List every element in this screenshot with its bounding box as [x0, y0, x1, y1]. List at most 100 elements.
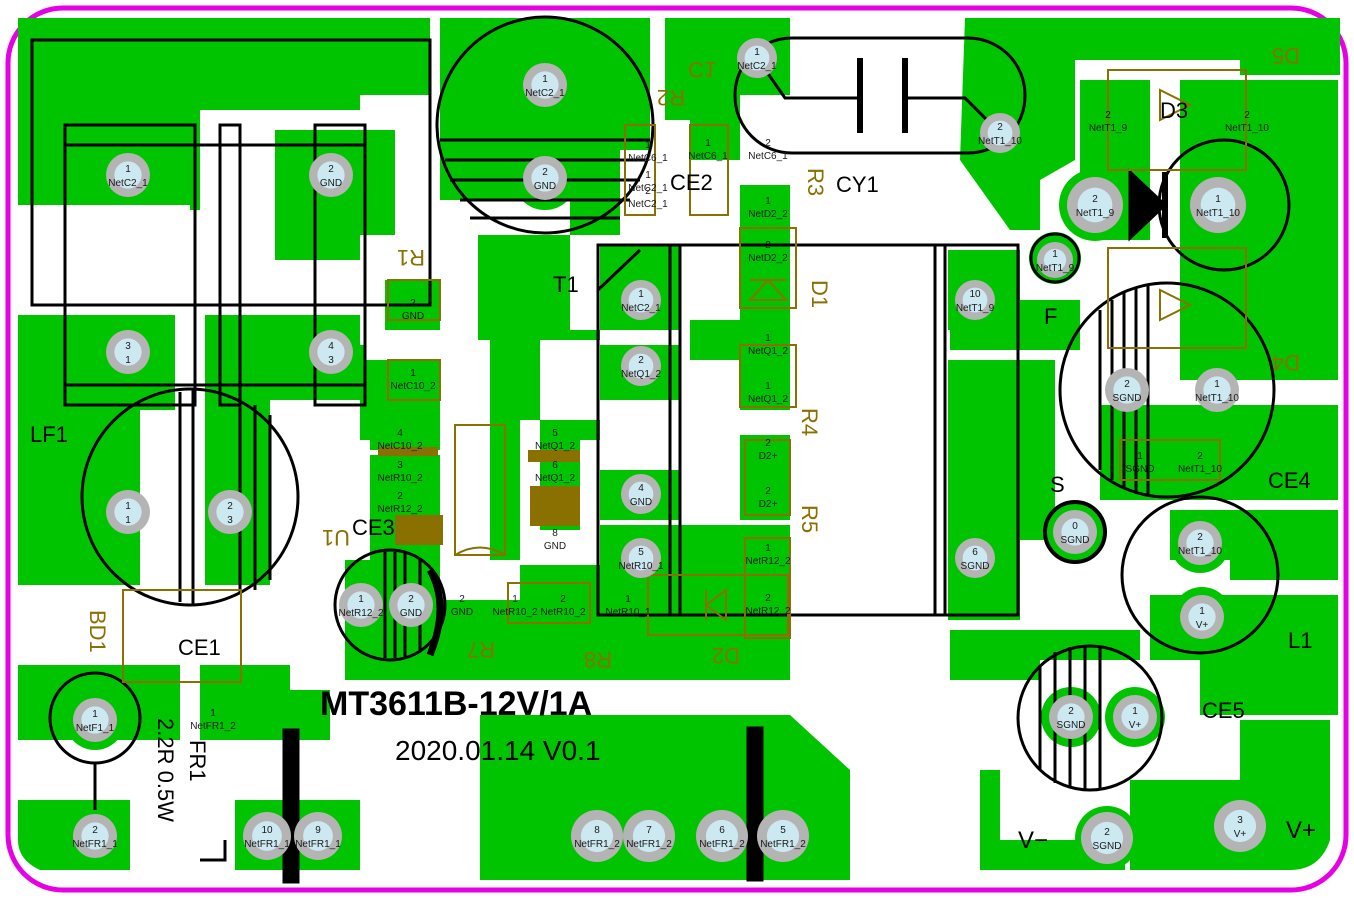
pad-number: 1 [1214, 379, 1220, 390]
pad-drill [1203, 376, 1231, 404]
smd-pad-number: 1 [410, 368, 416, 379]
designator-r3: R3 [803, 168, 828, 196]
smd-pad-number: 1 [645, 170, 651, 181]
pad-drill [347, 591, 375, 619]
pad-number: 6 [719, 825, 725, 836]
silkscreen-bottom [122, 69, 1247, 683]
pad-number: 6 [972, 547, 978, 558]
smd-pad-number: 1 [705, 138, 711, 149]
pad-number: 7 [646, 825, 652, 836]
pad-number: 1 [638, 289, 644, 300]
t1-outline [596, 243, 1020, 617]
pad-number: 2 [92, 825, 98, 836]
smd-pad-number: 2 [765, 138, 771, 149]
pad-drill [1186, 529, 1214, 557]
pad-number: 2 [1092, 194, 1098, 205]
smd-pad-number: 2 [1105, 110, 1111, 121]
pad-net: NetT1_10 [1196, 208, 1240, 219]
copper-sgnd-link [950, 250, 1080, 350]
pad-net: NetR12_2 [338, 608, 383, 619]
pad-net: NetT1_10 [1195, 393, 1239, 404]
pad-number: 4 [328, 341, 334, 352]
pad-drill [81, 822, 109, 850]
pad-net: SGND [1093, 841, 1122, 852]
smd-pad-net: NetR10_2 [377, 473, 422, 484]
pad-drill [628, 481, 654, 507]
pad-number: 0 [1072, 521, 1078, 532]
pad-number: 1 [125, 501, 131, 512]
smd-pad-number: 2 [765, 240, 771, 251]
pad-number: 2 [1124, 379, 1130, 390]
pad-drill [987, 120, 1013, 146]
pad-drill [705, 819, 739, 853]
pad-net: NetT1_9 [1036, 263, 1075, 274]
smd-pad-number: 3 [397, 460, 403, 471]
smd-pad-net: NetT1_9 [1089, 123, 1128, 134]
designator-lf1: LF1 [30, 422, 68, 447]
pad-net: NetC2_1 [621, 303, 661, 314]
pad-drill [1223, 809, 1257, 843]
lf1-winding-left [63, 123, 197, 407]
d3-diode-symbol [1128, 168, 1168, 242]
designator-t1: T1 [553, 272, 579, 297]
pad-number: 1 [542, 74, 548, 85]
cy1-outline [733, 36, 1027, 155]
smd-pad-net: GND [544, 541, 566, 552]
designator-u1: U1 [322, 525, 350, 550]
smd-pad-number: 4 [397, 428, 403, 439]
lf1-winding-right [313, 123, 367, 407]
ce1-outline [80, 387, 300, 607]
smd-pad-number: 6 [552, 460, 558, 471]
smd-pad-net: NetR10_2 [540, 607, 585, 618]
pad-drill [1188, 603, 1216, 631]
pad-number: 1 [754, 47, 760, 58]
pad-net: V+ [1129, 720, 1142, 731]
pad-number: 1 [1132, 706, 1138, 717]
smd-pad-net: NetR12_2 [377, 504, 422, 515]
pad-net: NetFR1_2 [699, 839, 745, 850]
designator-r5: R5 [797, 505, 822, 533]
pad-net: V+ [1234, 829, 1247, 840]
smd-pad-net: GND [451, 607, 473, 618]
pad-number: 3 [1237, 815, 1243, 826]
pad-number: 1 [358, 594, 364, 605]
designator-fr1: FR1 [185, 740, 210, 782]
pad-number: 2 [227, 501, 233, 512]
smd-pad-number: 8 [552, 528, 558, 539]
pad-drill [1090, 821, 1124, 855]
tht-pad: 3V+ [1214, 800, 1266, 852]
designator-d5: D5 [1272, 43, 1300, 68]
smd-pad-number: 2 [765, 486, 771, 497]
copper-d1-link [690, 320, 740, 360]
designator-r1: R1 [397, 245, 425, 270]
pad-drill [114, 498, 142, 526]
bottom-smd-bodies [378, 447, 580, 545]
pad-net: NetFR1_1 [295, 839, 341, 850]
pad-drill [397, 591, 425, 619]
copper-d1 [740, 185, 790, 410]
pad-number: 10 [969, 289, 981, 300]
pad-net: NetC2_1 [108, 178, 148, 189]
pad-drill [303, 821, 333, 851]
labels-top: LF1 CE1 CE2 CE3 CE4 CE5 CY1 T1 D3 F S L1… [30, 98, 1316, 854]
pad-net: NetT1_9 [956, 303, 995, 314]
designator-r8-visible: R8 [584, 647, 612, 672]
smd-pad-net: NetFR1_2 [190, 721, 236, 732]
pad-number: 2 [408, 594, 414, 605]
pad-drill [114, 161, 142, 189]
smd-pad-number: 1 [512, 594, 518, 605]
fr1-value: 2.2R 0.5W [153, 718, 178, 822]
pad-drill [1043, 248, 1067, 272]
